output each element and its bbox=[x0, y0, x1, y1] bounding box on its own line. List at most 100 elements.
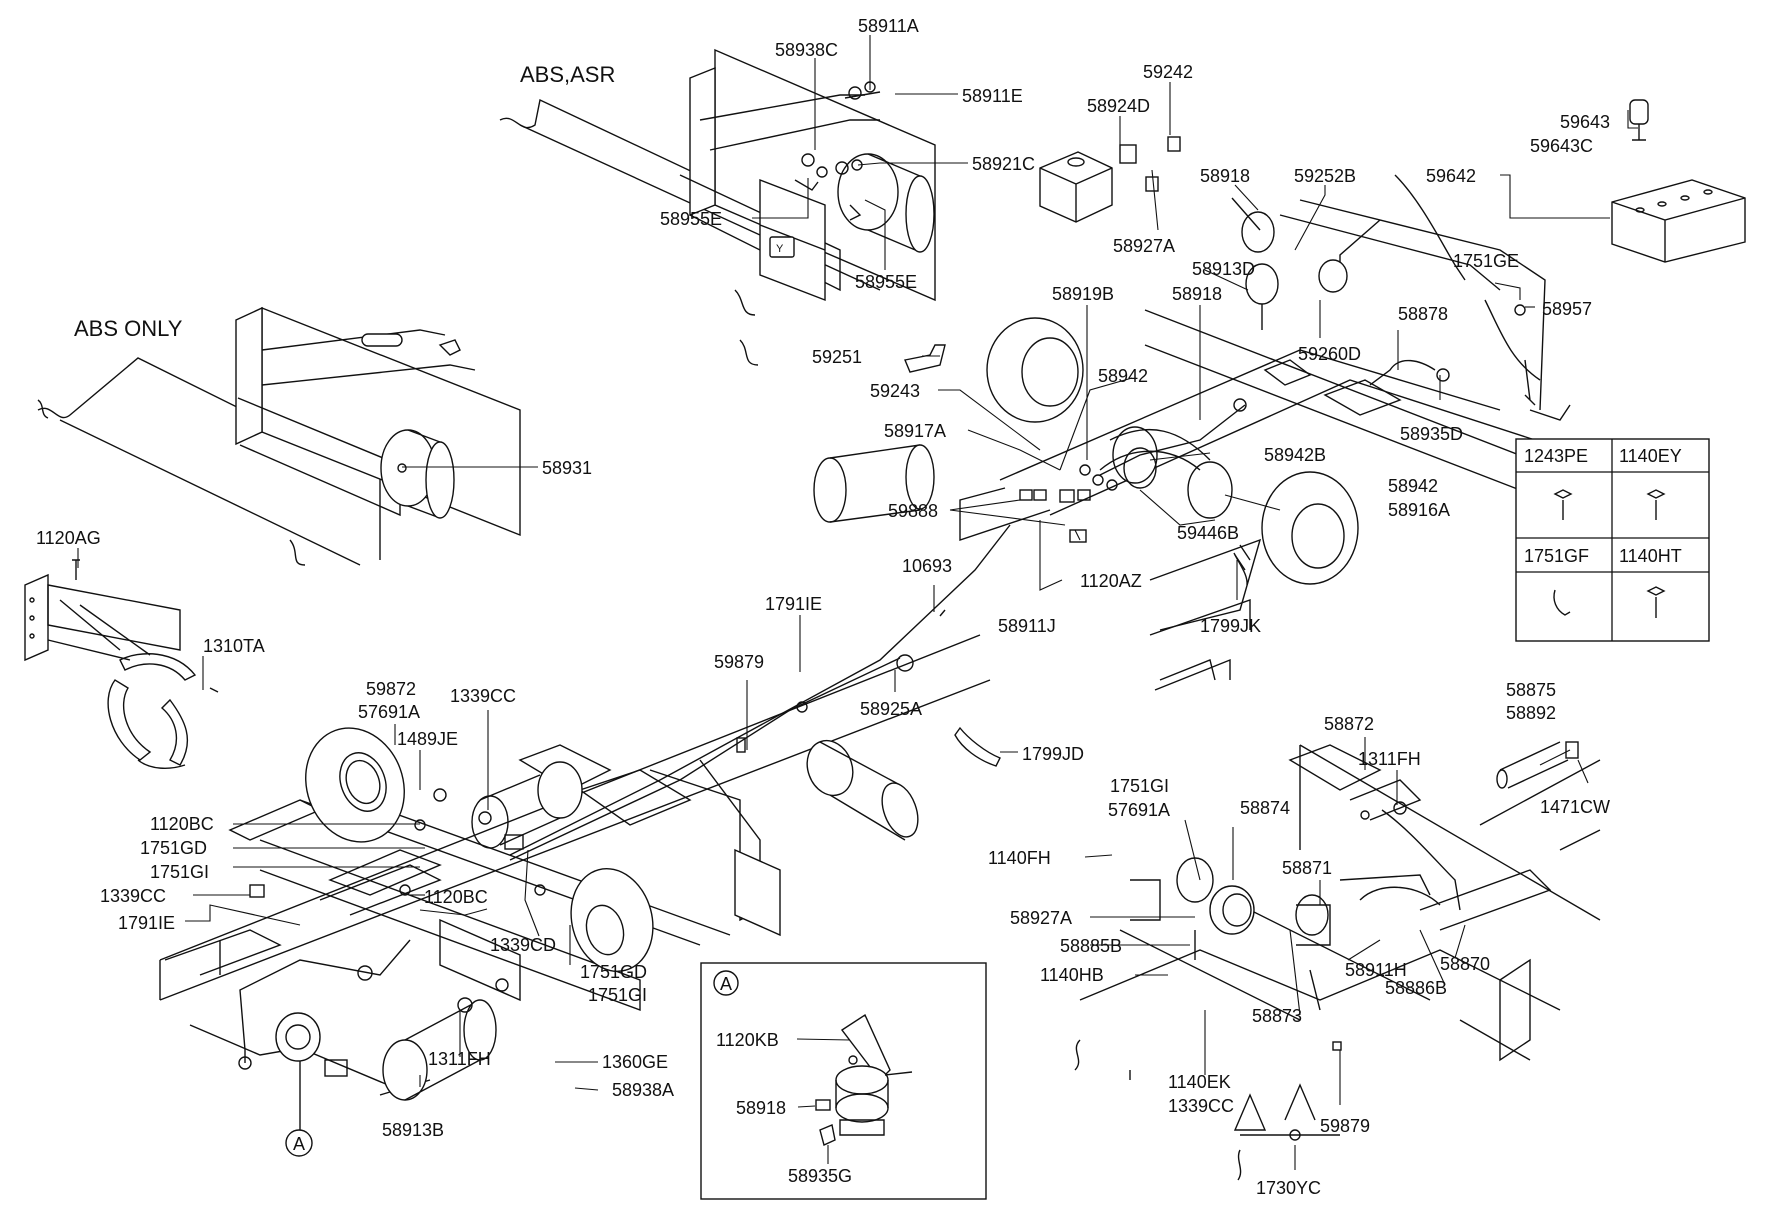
part-label: 1311FH bbox=[1358, 749, 1421, 769]
part-label: 58955E bbox=[855, 272, 917, 292]
part-label: 59260D bbox=[1298, 344, 1361, 364]
section-title-abs-only: ABS ONLY bbox=[74, 316, 183, 341]
part-label: 58927A bbox=[1113, 236, 1175, 256]
fastener-cell-4: 1140HT bbox=[1619, 546, 1682, 566]
part-label: 59879 bbox=[714, 652, 764, 672]
abs-only-frame-drawing bbox=[37, 306, 521, 566]
bottom-right-chassis-drawing bbox=[1074, 744, 1601, 1181]
part-label: 58873 bbox=[1252, 1006, 1302, 1026]
part-label: 1471CW bbox=[1540, 797, 1610, 817]
part-label: 59879 bbox=[1320, 1116, 1370, 1136]
part-label: 58911E bbox=[962, 86, 1023, 106]
part-label: 58886B bbox=[1385, 978, 1447, 998]
detail-a-label-58918: 58918 bbox=[736, 1098, 786, 1118]
part-label: 1140EK bbox=[1168, 1072, 1231, 1092]
part-label: 1339CC bbox=[1168, 1096, 1234, 1116]
part-label: 1310TA bbox=[203, 636, 265, 656]
part-label: 1751GI bbox=[588, 985, 647, 1005]
part-label: 10693 bbox=[902, 556, 952, 576]
part-label: 59446B bbox=[1177, 523, 1239, 543]
part-label: 59251 bbox=[812, 347, 862, 367]
abs-asr-frame-drawing: Y bbox=[499, 48, 936, 366]
part-label: 58942 bbox=[1388, 476, 1438, 496]
part-label: 1751GD bbox=[580, 962, 647, 982]
part-label: 58875 bbox=[1506, 680, 1556, 700]
fastener-cell-1: 1243PE bbox=[1524, 446, 1588, 466]
part-label: 58931 bbox=[542, 458, 592, 478]
part-labels: 58911A 58938C 58911E 58921C 58955E 58955… bbox=[36, 16, 1610, 1198]
part-label: 58917A bbox=[884, 421, 946, 441]
part-label: 1751GI bbox=[1110, 776, 1169, 796]
part-label: 58942B bbox=[1264, 445, 1326, 465]
part-label: 58938C bbox=[775, 40, 838, 60]
part-label: 1120AZ bbox=[1080, 571, 1142, 591]
detail-a-inset: A 1120KB 58918 58935G bbox=[700, 962, 987, 1200]
part-label: 1791IE bbox=[118, 913, 175, 933]
part-label: 57691A bbox=[1108, 800, 1170, 820]
part-label: 1339CD bbox=[490, 935, 556, 955]
part-label: 1791IE bbox=[765, 594, 822, 614]
fastener-cell-2: 1140EY bbox=[1619, 446, 1682, 466]
fastener-cell-3: 1751GF bbox=[1524, 546, 1589, 566]
svg-text:Y: Y bbox=[776, 243, 784, 255]
part-label: 59242 bbox=[1143, 62, 1193, 82]
detail-a-label-1120kb: 1120KB bbox=[716, 1030, 779, 1050]
part-label: 58957 bbox=[1542, 299, 1592, 319]
part-label: 58925A bbox=[860, 699, 922, 719]
fastener-table: 1243PE 1140EY 1751GF 1140HT bbox=[1515, 438, 1710, 642]
part-label: 58870 bbox=[1440, 954, 1490, 974]
part-label: 1799JD bbox=[1022, 744, 1084, 764]
callout-marker-a: A bbox=[285, 1129, 313, 1157]
part-label: 59643 bbox=[1560, 112, 1610, 132]
part-label: 58916A bbox=[1388, 500, 1450, 520]
part-label: 58913B bbox=[382, 1120, 444, 1140]
part-label: 1799JK bbox=[1200, 616, 1261, 636]
part-label: 58938A bbox=[612, 1080, 674, 1100]
part-label: 1751GI bbox=[150, 862, 209, 882]
part-label: 58918 bbox=[1172, 284, 1222, 304]
part-label: 59243 bbox=[870, 381, 920, 401]
part-label: 58955E bbox=[660, 209, 722, 229]
part-label: 59888 bbox=[888, 501, 938, 521]
part-label: 58878 bbox=[1398, 304, 1448, 324]
part-label: 58924D bbox=[1087, 96, 1150, 116]
part-label: 1120AG bbox=[36, 528, 101, 548]
part-label: 1751GE bbox=[1453, 251, 1519, 271]
part-label: 58892 bbox=[1506, 703, 1556, 723]
part-label: 1140FH bbox=[988, 848, 1051, 868]
part-label: 59643C bbox=[1530, 136, 1593, 156]
part-label: 1311FH bbox=[428, 1049, 491, 1069]
part-label: 58874 bbox=[1240, 798, 1290, 818]
detail-a-label-58935g: 58935G bbox=[788, 1166, 852, 1186]
section-title-abs-asr: ABS,ASR bbox=[520, 62, 615, 87]
part-label: 59252B bbox=[1294, 166, 1356, 186]
leader-lines bbox=[77, 35, 1638, 1170]
part-label: 58911A bbox=[858, 16, 919, 36]
bracket-assembly-drawing bbox=[24, 559, 219, 769]
main-chassis-drawing bbox=[159, 524, 1011, 1130]
part-label: 57691A bbox=[358, 702, 420, 722]
part-label: 58911J bbox=[998, 616, 1056, 636]
part-label: 58913D bbox=[1192, 259, 1255, 279]
part-label: 1730YC bbox=[1256, 1178, 1321, 1198]
part-label: 59642 bbox=[1426, 166, 1476, 186]
part-label: 58872 bbox=[1324, 714, 1374, 734]
part-label: 1489JE bbox=[397, 729, 458, 749]
part-label: 58919B bbox=[1052, 284, 1114, 304]
clip-drawings bbox=[954, 552, 1248, 767]
part-label: 1120BC bbox=[150, 814, 214, 834]
part-label: 1360GE bbox=[602, 1052, 668, 1072]
part-label: 58918 bbox=[1200, 166, 1250, 186]
detail-a-marker: A bbox=[720, 974, 732, 994]
part-label: 1120BC bbox=[424, 887, 488, 907]
part-label: 58885B bbox=[1060, 936, 1122, 956]
part-label: 58927A bbox=[1010, 908, 1072, 928]
part-label: 58921C bbox=[972, 154, 1035, 174]
part-label: 1140HB bbox=[1040, 965, 1104, 985]
part-label: 1751GD bbox=[140, 838, 207, 858]
part-label: 58911H bbox=[1345, 960, 1407, 980]
upper-right-chassis-drawing bbox=[813, 99, 1746, 691]
part-label: 58871 bbox=[1282, 858, 1332, 878]
part-label: 1339CC bbox=[450, 686, 516, 706]
